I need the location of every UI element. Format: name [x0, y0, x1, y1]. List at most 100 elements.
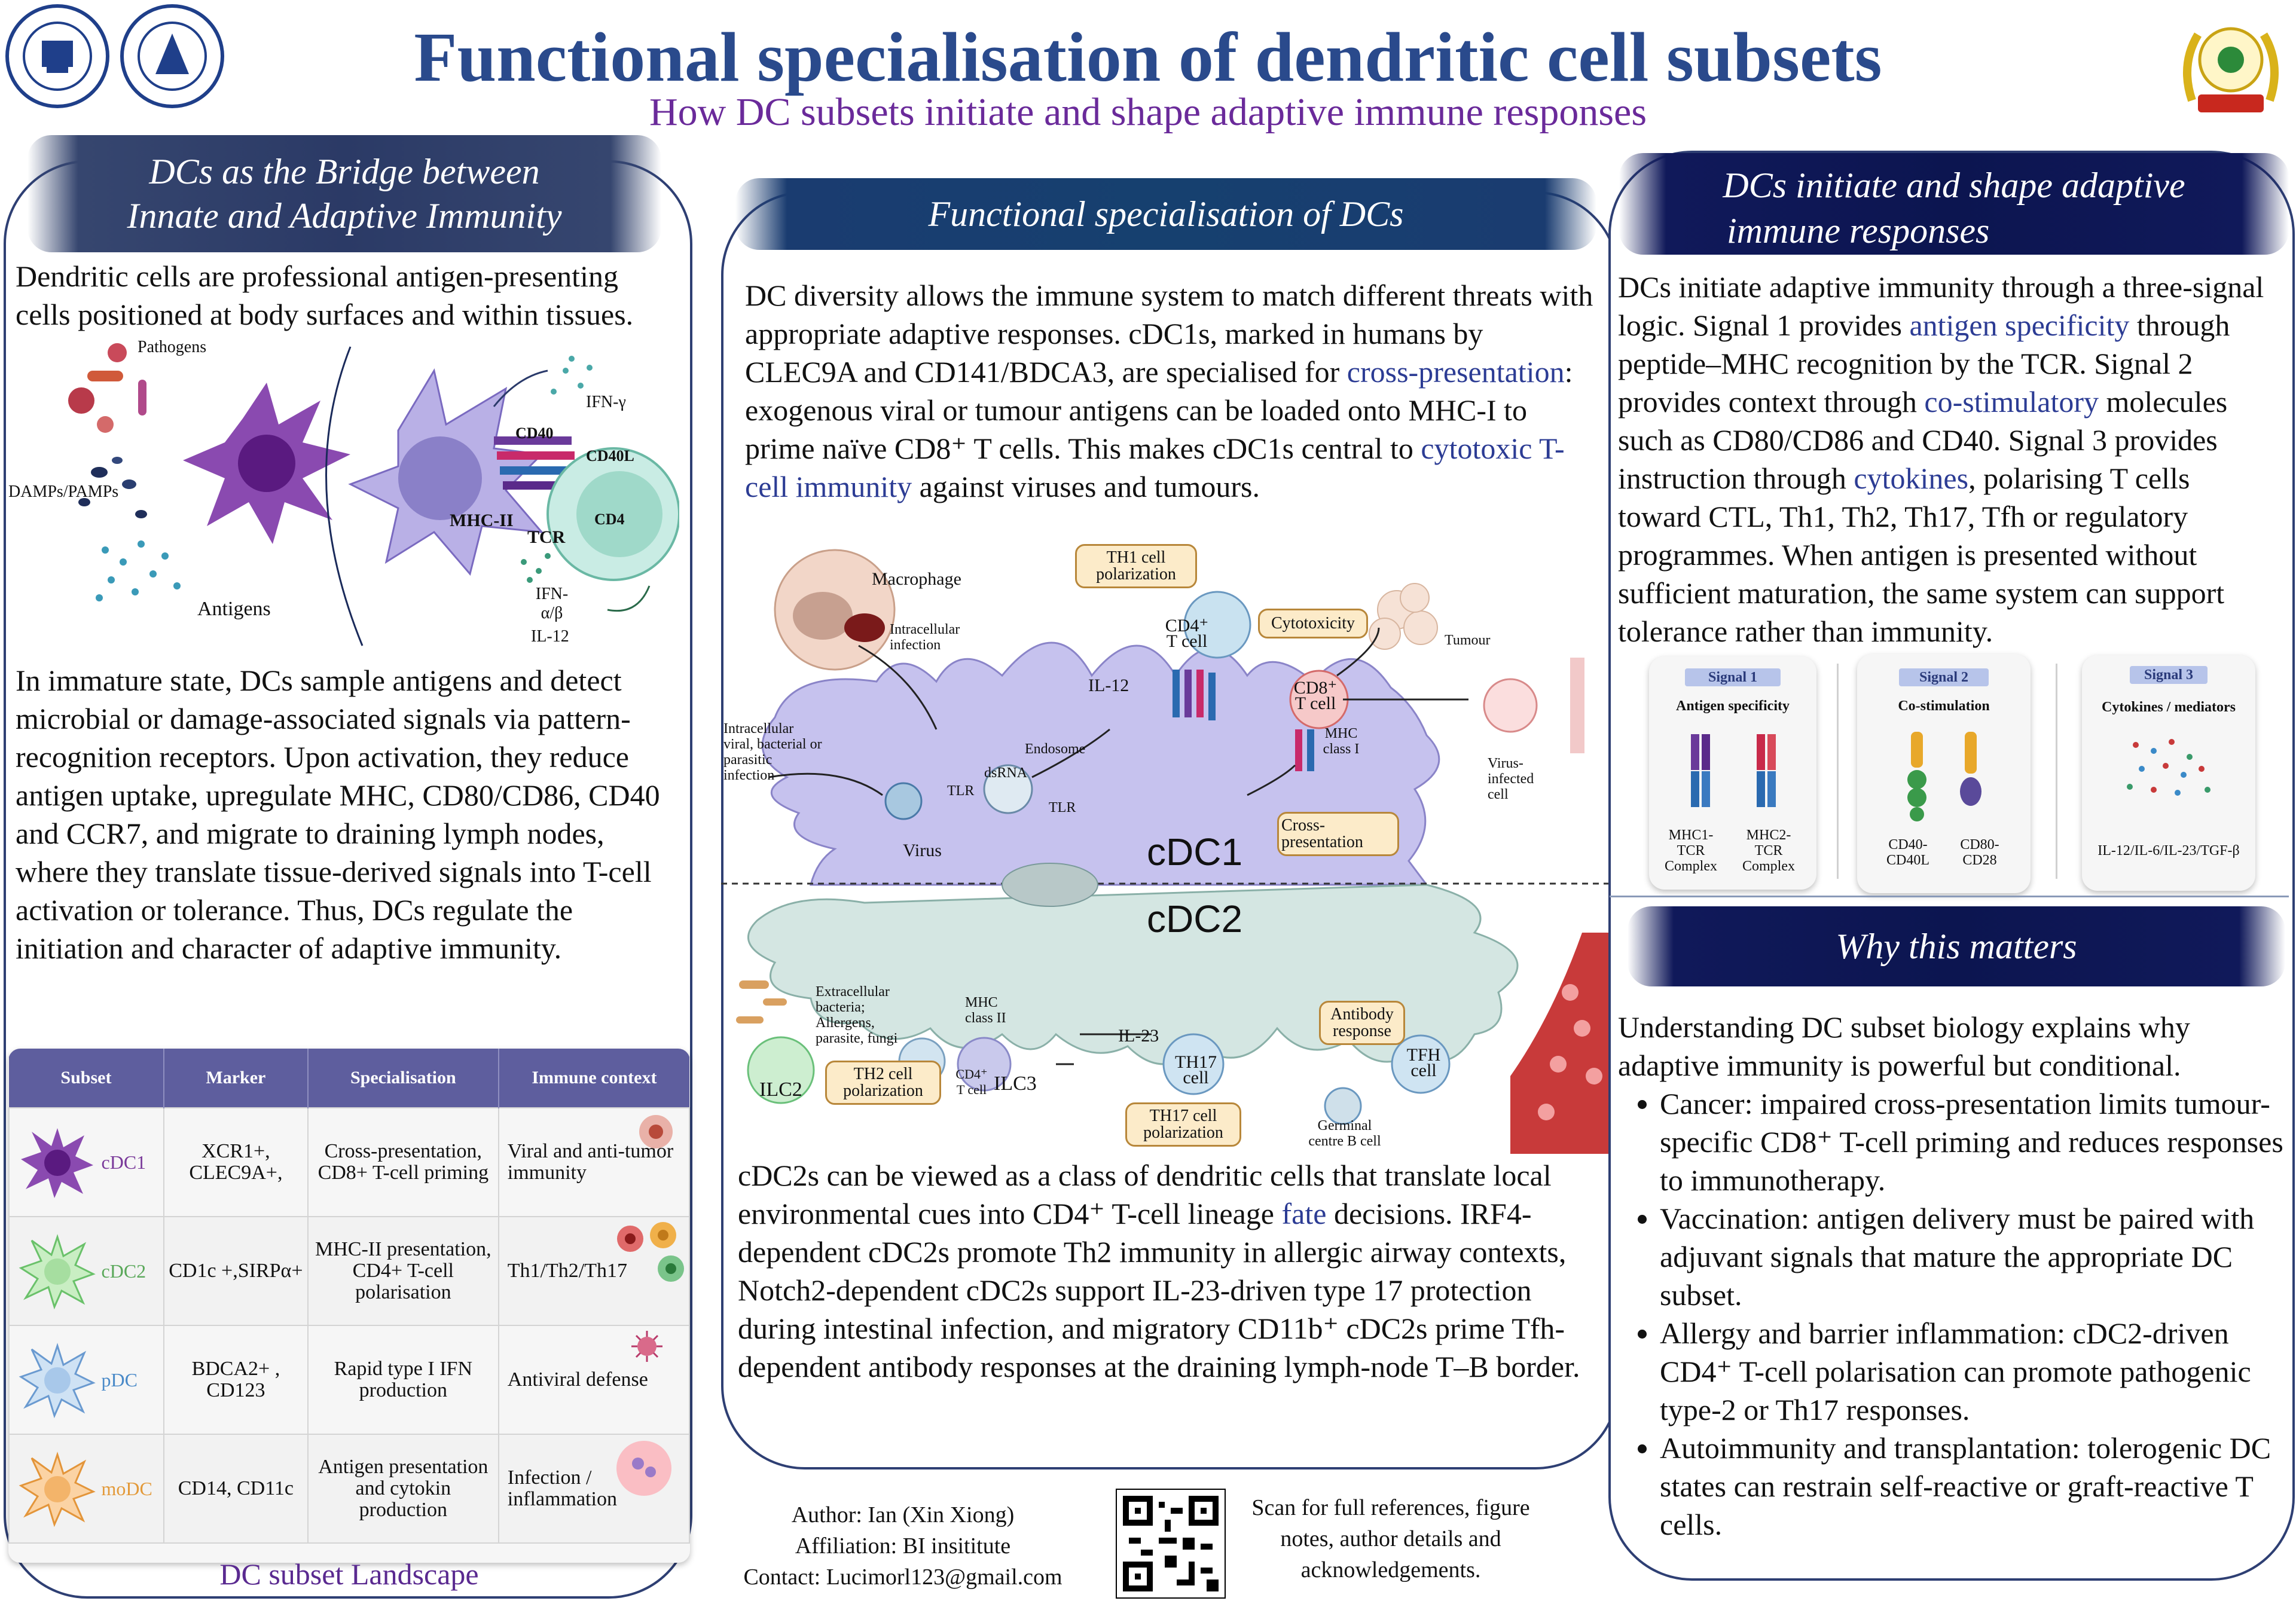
- label-cd40l: CD40L: [586, 447, 634, 465]
- label-intracellular-pathogen: Intracellular viral, bacterial or parasi…: [723, 721, 822, 783]
- right-p-d: , polarising T cells toward CTL, Th1, Th…: [1618, 462, 2225, 648]
- cdc2-cell-icon: [19, 1234, 96, 1310]
- label-intracellular-infection: Intracellular infection: [890, 622, 960, 653]
- why-heading: Why this matters: [1628, 906, 2285, 986]
- signal-1-label-2: MHC2-TCR Complex: [1742, 827, 1795, 874]
- context-cell: Antiviral defense: [497, 1325, 690, 1435]
- signal-2-tag: Signal 2: [1899, 668, 1989, 686]
- label-extracellular: Extracellular bacteria; Allergens, paras…: [816, 984, 898, 1046]
- col-subset: Subset: [9, 1049, 164, 1108]
- cdc1-cell-icon: [21, 1128, 93, 1198]
- label-tlr-2: TLR: [1049, 800, 1076, 815]
- pill-th2-polarization: TH2 cell polarization: [825, 1061, 941, 1105]
- label-mhc1: MHC class I: [1323, 726, 1360, 757]
- inflammation-icon: [616, 1441, 671, 1496]
- middle-para2: cDC2s can be viewed as a class of dendri…: [738, 1156, 1599, 1386]
- middle-para1: DC diversity allows the immune system to…: [745, 276, 1594, 506]
- label-il23: IL-23: [1118, 1026, 1159, 1046]
- activated-dc-icon: [348, 368, 544, 576]
- dc-bridge-diagram: [16, 335, 680, 652]
- label-cd4-tcell: CD4⁺ T cell: [1165, 616, 1209, 651]
- pill-cross-presentation: Cross-presentation: [1277, 812, 1399, 856]
- cytokines-icon: [2127, 739, 2210, 796]
- label-virus: Virus: [903, 841, 942, 860]
- signal-2-title: Co-stimulation: [1898, 698, 1990, 714]
- pill-antibody-response: Antibody response: [1319, 1001, 1405, 1045]
- university-logo-left: [5, 4, 110, 109]
- label-damps: DAMPs/PAMPs: [8, 482, 119, 501]
- spec-cell: Antigen presentation and cytokin product…: [307, 1434, 499, 1544]
- immature-dc-icon: [183, 383, 350, 544]
- signal-2-label-2: CD80-CD28: [1960, 837, 1999, 868]
- middle-para2-a: cDC2s can be viewed as a class of dendri…: [738, 1159, 1552, 1230]
- middle-para1-a: DC diversity allows the immune system to…: [745, 279, 1593, 389]
- why-list: Cancer: impaired cross-presentation limi…: [1618, 1084, 2296, 1544]
- label-tfh-cell: TFH cell: [1406, 1045, 1441, 1080]
- page-subtitle: How DC subsets initiate and shape adapti…: [649, 90, 1647, 134]
- qr-code[interactable]: [1116, 1489, 1226, 1599]
- section-divider: [1610, 896, 2289, 897]
- right-heading-line2: immune responses: [1727, 211, 1990, 250]
- label-ilc3: ILC3: [994, 1073, 1037, 1095]
- middle-heading: Functional specialisation of DCs: [735, 178, 1596, 250]
- col-marker: Marker: [163, 1049, 309, 1108]
- pdc-cell-icon: [19, 1343, 96, 1419]
- table-row: pDC BDCA2+ , CD123 Rapid type I IFN prod…: [8, 1325, 690, 1435]
- right-heading-line1: DCs initiate and shape adaptive: [1723, 166, 2185, 205]
- list-item: Autoimmunity and transplantation: tolero…: [1660, 1429, 2296, 1544]
- signal-1-title: Antigen specificity: [1676, 698, 1790, 714]
- left-body: In immature state, DCs sample antigens a…: [16, 664, 660, 965]
- highlight-cytotoxic-immunity: cytotoxic T-cell immunity: [745, 432, 1565, 503]
- context-text: Infection / inflammation: [507, 1467, 617, 1510]
- left-heading: DCs as the Bridge between Innate and Ada…: [28, 135, 661, 252]
- subset-name: cDC1: [101, 1151, 146, 1173]
- label-pathogens: Pathogens: [138, 338, 207, 356]
- signal-1-tag: Signal 1: [1685, 668, 1781, 686]
- costimulation-icon: [1907, 732, 1981, 821]
- author-contact[interactable]: Contact: Lucimorl123@gmail.com: [743, 1565, 1062, 1590]
- label-mhc2: MHC-II: [450, 511, 514, 530]
- pathogens-icon: [68, 343, 146, 433]
- signal-3-box: Signal 3 Cytokines / mediators IL-12/IL-…: [2082, 655, 2255, 891]
- label-th17-cell: TH17 cell: [1175, 1052, 1217, 1087]
- list-item: Vaccination: antigen delivery must be pa…: [1660, 1199, 2296, 1314]
- subset-cell: cDC2: [8, 1216, 164, 1326]
- scan-note: Scan for full references, figure notes, …: [1251, 1495, 1530, 1582]
- marker-cell: CD14, CD11c: [163, 1434, 309, 1544]
- context-cell: Th1/Th2/Th17: [497, 1216, 690, 1326]
- list-item: Allergy and barrier inflammation: cDC2-d…: [1660, 1314, 2296, 1429]
- label-cdc1: cDC1: [1147, 830, 1243, 873]
- context-cell: Viral and anti-tumor immunity: [497, 1107, 690, 1217]
- signal-1-box: Signal 1 Antigen specificity MHC1-TCR Co…: [1649, 656, 1816, 890]
- table-row: cDC2 CD1c +,SIRPα+ MHC-II presentation, …: [8, 1216, 690, 1326]
- label-ilc2: ILC2: [759, 1079, 802, 1101]
- middle-para1-c: against viruses and tumours.: [912, 470, 1260, 503]
- table-row: moDC CD14, CD11c Antigen presentation an…: [8, 1434, 690, 1544]
- context-cell: Infection / inflammation: [497, 1434, 690, 1544]
- left-heading-line2: Innate and Adaptive Immunity: [127, 196, 562, 236]
- middle-para2-b: decisions. IRF4-dependent cDC2s promote …: [738, 1197, 1580, 1383]
- list-item: Cancer: impaired cross-presentation limi…: [1660, 1084, 2296, 1199]
- spec-cell: Rapid type I IFN production: [307, 1325, 499, 1435]
- signal-2-box: Signal 2 Co-stimulation CD40-CD40L CD80-…: [1857, 654, 2031, 893]
- left-heading-line1: DCs as the Bridge between: [149, 152, 540, 191]
- signal-2-label-1: CD40-CD40L: [1886, 837, 1929, 868]
- highlight-fate: fate: [1281, 1197, 1327, 1230]
- subset-name: moDC: [101, 1478, 152, 1499]
- highlight-co-stimulatory: co-stimulatory: [1924, 385, 2099, 418]
- right-heading: DCs initiate and shape adaptive immune r…: [1619, 153, 2289, 255]
- t-helper-cells-icon: [617, 1222, 684, 1282]
- dc-subset-table: Subset Marker Specialisation Immune cont…: [8, 1049, 690, 1544]
- subset-name: cDC2: [101, 1260, 146, 1282]
- signal-3-title: Cytokines / mediators: [2102, 699, 2236, 715]
- t-cell-icon: [546, 447, 680, 581]
- label-tcr: TCR: [527, 527, 566, 547]
- label-endosome: Endosome: [1025, 741, 1086, 757]
- virus-icon: [631, 1331, 662, 1362]
- label-cd4: CD4: [594, 511, 625, 528]
- modc-cell-icon: [19, 1452, 96, 1527]
- tumor-cell-icon: [639, 1115, 673, 1148]
- subset-name: pDC: [101, 1369, 138, 1391]
- highlight-cytokines: cytokines: [1854, 462, 1969, 495]
- label-cd4-small: CD4⁺ T cell: [955, 1067, 988, 1097]
